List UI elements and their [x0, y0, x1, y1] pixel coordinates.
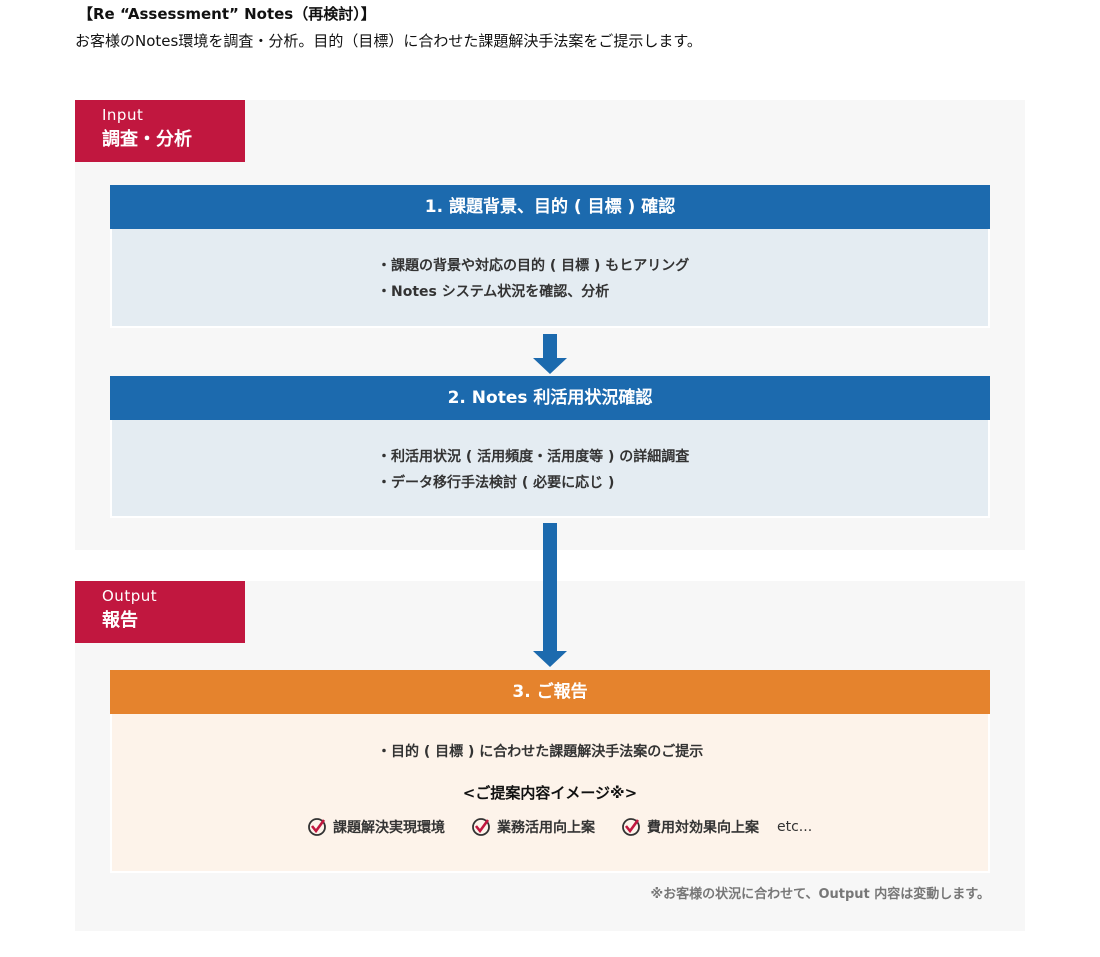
footnote: ※お客様の状況に合わせて、Output 内容は変動します。	[650, 887, 990, 902]
output-tag-en: Output	[102, 587, 158, 605]
check-item: 課題解決実現環境	[307, 817, 445, 837]
input-tag-en: Input	[102, 106, 144, 124]
step1-body: ・課題の背景や対応の目的 ( 目標 ) もヒアリング ・Notes システム状況…	[110, 229, 990, 328]
step2-header: 2. Notes 利活用状況確認	[110, 376, 990, 420]
arrow-down-long-icon	[543, 523, 557, 652]
step2-body: ・利活用状況 ( 活用頻度・活用度等 ) の詳細調査 ・データ移行手法検討 ( …	[110, 420, 990, 518]
arrow-head-icon	[533, 651, 567, 667]
etc-label: etc...	[777, 819, 813, 835]
check-item: 費用対効果向上案	[621, 817, 759, 837]
output-tag: Output 報告	[75, 581, 245, 643]
step1-header: 1. 課題背景、目的 ( 目標 ) 確認	[110, 185, 990, 229]
check-circle-icon	[308, 818, 326, 836]
proposal-image-heading: <ご提案内容イメージ※>	[462, 784, 638, 802]
step2-item: ・データ移行手法検討 ( 必要に応じ )	[377, 475, 615, 491]
check-label: 費用対効果向上案	[647, 820, 759, 836]
check-label: 業務活用向上案	[497, 820, 595, 836]
check-circle-icon	[472, 818, 490, 836]
step3-body: ・目的 ( 目標 ) に合わせた課題解決手法案のご提示 <ご提案内容イメージ※>…	[110, 714, 990, 873]
step2-item: ・利活用状況 ( 活用頻度・活用度等 ) の詳細調査	[377, 449, 690, 465]
input-tag: Input 調査・分析	[75, 100, 245, 162]
check-item: 業務活用向上案	[471, 817, 595, 837]
step1-item: ・課題の背景や対応の目的 ( 目標 ) もヒアリング	[377, 258, 690, 274]
input-tag-jp: 調査・分析	[102, 129, 192, 150]
arrow-down-icon	[543, 334, 557, 358]
step1-item: ・Notes システム状況を確認、分析	[377, 284, 610, 300]
arrow-head-icon	[533, 358, 567, 374]
step3-item: ・目的 ( 目標 ) に合わせた課題解決手法案のご提示	[377, 744, 704, 760]
output-tag-jp: 報告	[102, 610, 138, 631]
page-subtitle: お客様のNotes環境を調査・分析。目的（目標）に合わせた課題解決手法案をご提示…	[75, 32, 702, 50]
step3-header: 3. ご報告	[110, 670, 990, 714]
page-title: 【Re “Assessment” Notes（再検討）】	[78, 5, 376, 23]
check-circle-icon	[622, 818, 640, 836]
check-label: 課題解決実現環境	[333, 820, 445, 836]
